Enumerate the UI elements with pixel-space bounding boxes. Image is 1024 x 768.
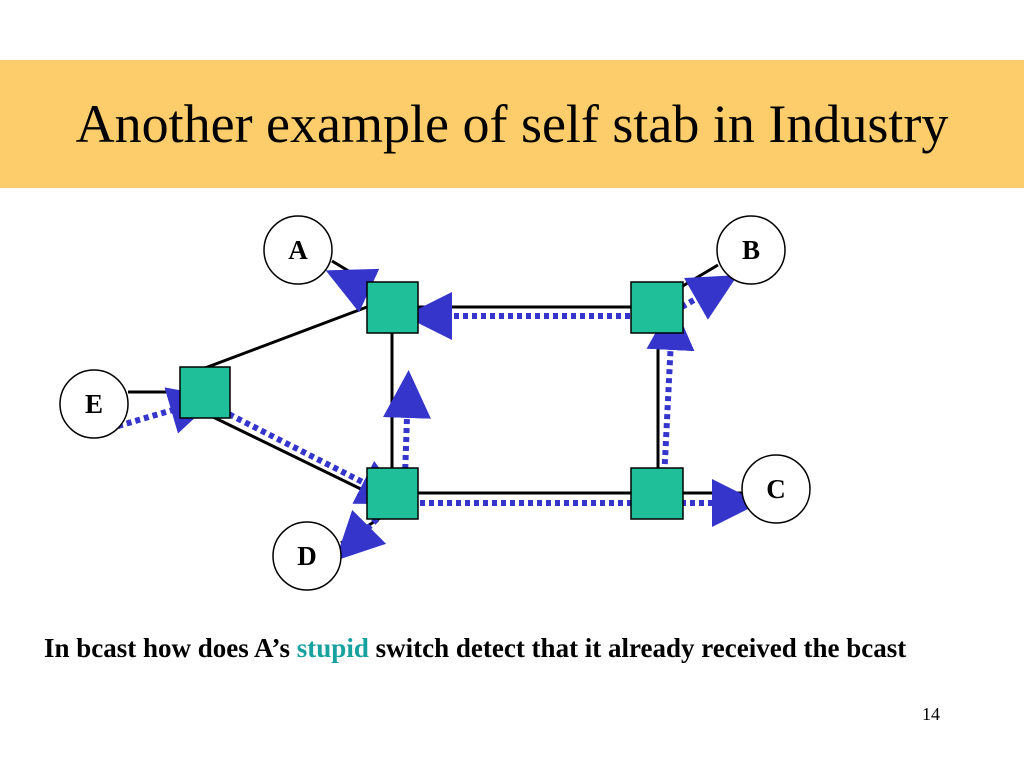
host-c-circle: [741, 454, 811, 524]
title-bar: Another example of self stab in Industry: [0, 60, 1024, 188]
caption-text-start: In bcast how does A’s: [44, 633, 297, 663]
host-d-label: D: [297, 541, 317, 571]
host-a-label: A: [288, 235, 308, 265]
host-a: A: [263, 215, 333, 285]
caption: In bcast how does A’s stupid switch dete…: [44, 628, 944, 668]
host-e-circle: [59, 369, 129, 439]
switch-5: [179, 366, 231, 419]
host-b-label: B: [742, 235, 760, 265]
host-b-circle: [716, 215, 786, 285]
caption-highlight: stupid: [296, 633, 369, 663]
switch-3: [366, 467, 419, 520]
host-e: E: [59, 369, 129, 439]
host-d-circle: [272, 521, 342, 591]
host-c-label: C: [766, 474, 786, 504]
bcast-arrow-sw1-to-a: [325, 268, 410, 317]
link-sw1-sw5: [204, 305, 368, 370]
host-d: D: [272, 521, 342, 591]
host-e-label: E: [85, 389, 103, 419]
switches: [179, 281, 684, 520]
host-b: B: [716, 215, 786, 285]
switch-2: [630, 281, 684, 334]
page-number: 14: [922, 704, 940, 724]
host-c: C: [741, 454, 811, 524]
slide-title: Another example of self stab in Industry: [75, 94, 949, 154]
switch-1: [366, 281, 419, 334]
switch-4: [630, 467, 684, 520]
bcast-arrow-sw5-to-sw3: [203, 399, 407, 505]
link-sw5-sw3: [212, 415, 368, 494]
host-a-circle: [263, 215, 333, 285]
caption-text-end: switch detect that it already received t…: [368, 633, 907, 663]
